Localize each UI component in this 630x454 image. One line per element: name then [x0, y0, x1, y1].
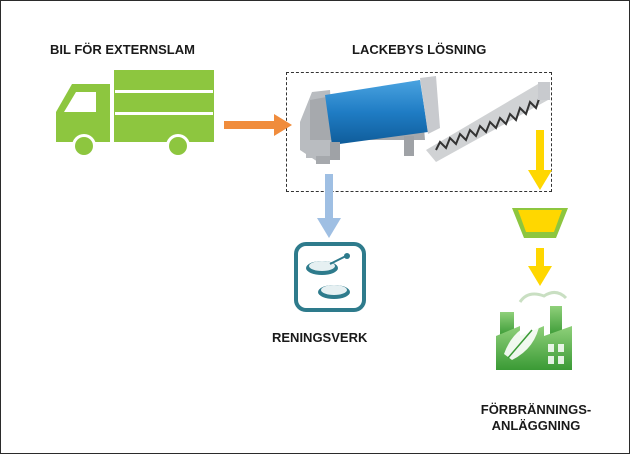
- dewatering-machine-icon: [300, 76, 440, 164]
- solution-boundary: [286, 72, 552, 192]
- yellow-arrow-lower: [528, 248, 552, 286]
- incineration-label-line2: ANLÄGGNING: [491, 418, 581, 433]
- wastewater-plant-label: RENINGSVERK: [272, 330, 368, 345]
- container-icon: [512, 208, 568, 238]
- wastewater-plant-icon: [294, 242, 366, 312]
- solution-label: LACKEBYS LÖSNING: [352, 42, 487, 57]
- truck-icon: [56, 70, 214, 158]
- factory-icon: [496, 291, 572, 370]
- yellow-arrow-upper: [528, 130, 552, 190]
- blue-arrow: [317, 174, 341, 238]
- screw-conveyor-icon: [426, 82, 550, 162]
- incineration-label-line1: FÖRBRÄNNINGS-: [480, 402, 592, 417]
- incineration-plant-label: FÖRBRÄNNINGS- ANLÄGGNING: [470, 402, 602, 434]
- truck-label: BIL FÖR EXTERNSLAM: [50, 42, 195, 57]
- orange-arrow: [224, 114, 292, 136]
